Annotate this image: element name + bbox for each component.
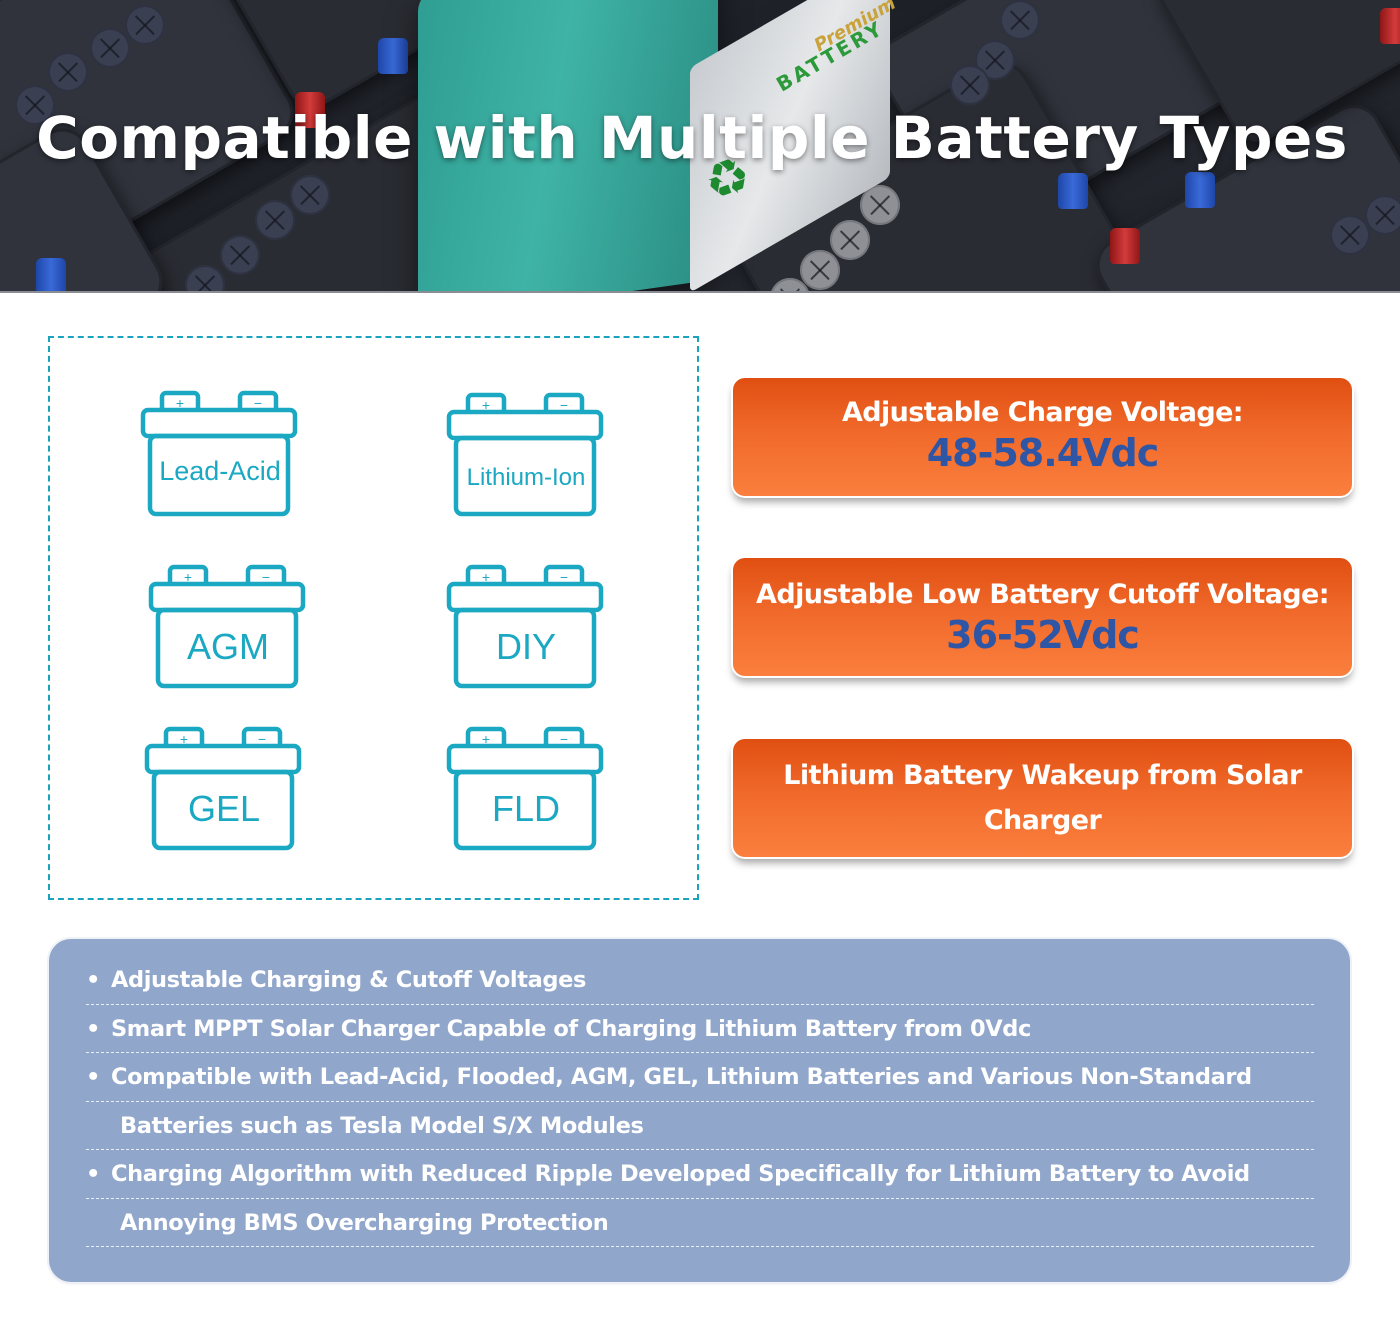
page-title: Compatible with Multiple Battery Types xyxy=(36,104,1348,172)
feature-card-cutoff-voltage: Adjustable Low Battery Cutoff Voltage: 3… xyxy=(733,558,1352,676)
vent-cap-decor xyxy=(90,28,130,68)
battery-icon: + − xyxy=(148,564,306,689)
vent-cap-decor xyxy=(800,250,840,290)
positive-terminal-decor xyxy=(1104,228,1146,272)
battery-icon: + − xyxy=(446,726,604,851)
vent-cap-decor xyxy=(290,175,330,215)
vent-cap-decor xyxy=(830,220,870,260)
svg-text:−: − xyxy=(258,731,266,747)
battery-type-label: GEL xyxy=(187,788,261,829)
hero-banner: Premium BATTERY ♻ Compatible with Multip… xyxy=(0,0,1400,291)
vent-cap-decor xyxy=(15,85,55,125)
bullet-item: • Adjustable Charging & Cutoff Voltages xyxy=(86,956,1314,1005)
vent-cap-decor xyxy=(255,200,295,240)
bullet-text: Smart MPPT Solar Charger Capable of Char… xyxy=(111,1015,1031,1042)
vent-cap-decor xyxy=(950,65,990,105)
vent-cap-decor xyxy=(125,5,165,45)
battery-type-label: AGM xyxy=(186,626,269,667)
feature-title: Adjustable Charge Voltage: xyxy=(842,397,1244,428)
battery-type-agm: + − AGM xyxy=(148,564,308,694)
bullet-icon: • xyxy=(86,1161,100,1187)
bullet-text: Compatible with Lead-Acid, Flooded, AGM,… xyxy=(111,1064,1252,1090)
svg-text:−: − xyxy=(560,569,568,585)
positive-terminal-decor xyxy=(1374,8,1400,52)
battery-types-panel: + − Lead-Acid + − Lithium-Ion xyxy=(48,336,699,900)
battery-type-label: DIY xyxy=(495,626,556,667)
hero-divider xyxy=(0,291,1400,293)
features-bullet-list: • Adjustable Charging & Cutoff Voltages •… xyxy=(49,939,1350,1282)
battery-type-gel: + − GEL xyxy=(144,726,304,856)
battery-icon: + − xyxy=(144,726,302,851)
vent-cap-decor xyxy=(185,265,225,291)
svg-text:+: + xyxy=(180,731,188,747)
svg-text:+: + xyxy=(184,569,192,585)
vent-cap-decor xyxy=(1365,195,1400,235)
feature-title: Adjustable Low Battery Cutoff Voltage: xyxy=(756,579,1330,610)
negative-terminal-decor xyxy=(372,38,414,82)
vent-cap-decor xyxy=(48,52,88,92)
feature-title-line2: Charger xyxy=(983,805,1102,836)
bullet-icon: • xyxy=(86,1015,100,1042)
battery-icon: + − xyxy=(446,564,604,689)
battery-icon: + − xyxy=(446,392,604,517)
bullet-icon: • xyxy=(86,1064,100,1090)
svg-text:+: + xyxy=(482,397,490,413)
svg-text:−: − xyxy=(254,395,262,411)
negative-terminal-decor xyxy=(1179,172,1221,216)
bullet-item: • Charging Algorithm with Reduced Ripple … xyxy=(86,1150,1314,1199)
battery-type-fld: + − FLD xyxy=(446,726,606,856)
svg-text:−: − xyxy=(262,569,270,585)
battery-type-lead-acid: + − Lead-Acid xyxy=(140,390,300,520)
svg-text:+: + xyxy=(176,395,184,411)
bullet-text: Annoying BMS Overcharging Protection xyxy=(120,1209,609,1236)
bullet-text: Batteries such as Tesla Model S/X Module… xyxy=(120,1112,644,1139)
feature-value: 48-58.4Vdc xyxy=(926,431,1160,475)
negative-terminal-decor xyxy=(30,258,72,291)
svg-text:−: − xyxy=(560,731,568,747)
svg-text:−: − xyxy=(560,397,568,413)
bullet-text: Adjustable Charging & Cutoff Voltages xyxy=(111,967,586,993)
bullet-item: • Smart MPPT Solar Charger Capable of Cha… xyxy=(86,1005,1314,1053)
bullet-text: Charging Algorithm with Reduced Ripple D… xyxy=(111,1161,1250,1187)
battery-type-label: Lithium-Ion xyxy=(466,464,586,491)
battery-type-label: Lead-Acid xyxy=(159,456,281,486)
bullet-icon: • xyxy=(86,967,100,993)
battery-type-lithium-ion: + − Lithium-Ion xyxy=(446,392,606,522)
feature-card-charge-voltage: Adjustable Charge Voltage: 48-58.4Vdc xyxy=(733,378,1352,496)
feature-value: 36-52Vdc xyxy=(946,613,1140,657)
bullet-item: • Compatible with Lead-Acid, Flooded, AGM… xyxy=(86,1053,1314,1102)
negative-terminal-decor xyxy=(1052,173,1094,217)
feature-card-lithium-wakeup: Lithium Battery Wakeup from Solar Charge… xyxy=(733,739,1352,857)
svg-text:+: + xyxy=(482,731,490,747)
vent-cap-decor xyxy=(1000,0,1040,40)
battery-type-diy: + − DIY xyxy=(446,564,606,694)
battery-icon: + − xyxy=(140,390,298,517)
bullet-continuation: Annoying BMS Overcharging Protection xyxy=(86,1199,1314,1247)
vent-cap-decor xyxy=(1330,215,1370,255)
vent-cap-decor xyxy=(220,235,260,275)
vent-cap-decor xyxy=(770,278,810,291)
battery-type-label: FLD xyxy=(491,788,560,829)
feature-title-line1: Lithium Battery Wakeup from Solar xyxy=(783,760,1302,791)
svg-text:+: + xyxy=(482,569,490,585)
bullet-continuation: Batteries such as Tesla Model S/X Module… xyxy=(86,1102,1314,1150)
vent-cap-decor xyxy=(860,185,900,225)
